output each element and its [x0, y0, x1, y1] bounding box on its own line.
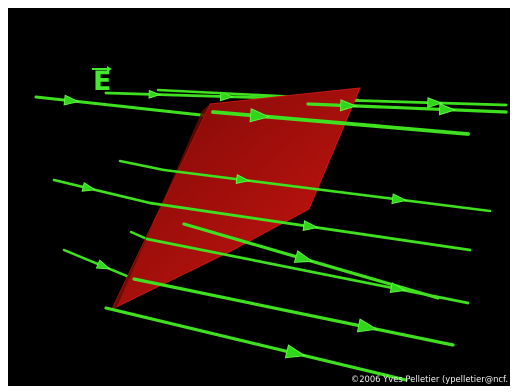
field-arrowhead	[303, 221, 318, 231]
credit-text: ©2006 Yves Pelletier (ypelletier@ncf.	[351, 375, 508, 383]
electric-field-diagram: E ©2006 Yves Pelletier (ypelletier@ncf.	[8, 8, 510, 386]
field-line	[106, 308, 406, 380]
field-arrowhead	[357, 319, 377, 332]
field-arrowhead	[294, 251, 312, 263]
field-line	[36, 97, 210, 116]
field-arrowhead	[392, 194, 406, 204]
field-arrowhead	[82, 183, 95, 192]
field-arrowhead	[285, 345, 305, 358]
field-arrowhead	[96, 260, 109, 269]
field-scene-svg	[8, 8, 510, 386]
field-arrowhead	[439, 104, 455, 115]
field-line	[54, 180, 150, 203]
field-line	[120, 161, 164, 170]
field-arrowhead	[149, 90, 160, 98]
field-line	[131, 232, 147, 239]
field-line	[147, 239, 468, 303]
field-label: E	[93, 68, 111, 95]
